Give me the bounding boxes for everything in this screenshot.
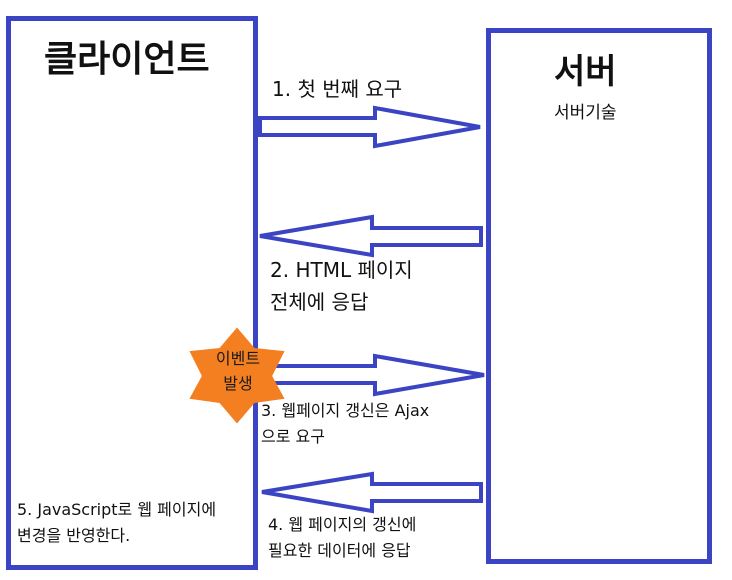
step2-label: 2. HTML 페이지 전체에 응답 bbox=[270, 254, 413, 318]
step5-label-line1: 5. JavaScript로 웹 페이지에 bbox=[17, 500, 217, 519]
step1-label: 1. 첫 번째 요구 bbox=[272, 77, 403, 101]
step4-label-line2: 필요한 데이터에 응답 bbox=[268, 541, 411, 561]
data-response-arrow-4 bbox=[261, 471, 483, 514]
event-label: 이벤트 발생 bbox=[190, 347, 286, 397]
request-arrow-1 bbox=[258, 105, 481, 149]
server-subtitle: 서버기술 bbox=[554, 103, 617, 123]
event-label-line2: 발생 bbox=[223, 373, 253, 393]
server-title: 서버 bbox=[554, 52, 617, 92]
step2-label-line2: 전체에 응답 bbox=[270, 290, 369, 314]
step5-label: 5. JavaScript로 웹 페이지에 변경을 반영한다. bbox=[17, 497, 216, 550]
response-arrow-2 bbox=[259, 214, 483, 258]
step3-label: 3. 웹페이지 갱신은 Ajax 으로 요구 bbox=[261, 398, 429, 451]
step2-label-line1: 2. HTML 페이지 bbox=[270, 258, 413, 282]
step3-label-line2: 으로 요구 bbox=[261, 427, 325, 447]
step5-label-line2: 변경을 반영한다. bbox=[17, 526, 131, 546]
server-box bbox=[486, 28, 712, 564]
step4-label: 4. 웹 페이지의 갱신에 필요한 데이터에 응답 bbox=[268, 512, 416, 565]
step4-label-line1: 4. 웹 페이지의 갱신에 bbox=[268, 515, 417, 534]
client-box bbox=[6, 16, 258, 570]
ajax-request-arrow-3 bbox=[260, 353, 485, 397]
event-label-line1: 이벤트 bbox=[215, 349, 261, 368]
step3-label-line1: 3. 웹페이지 갱신은 Ajax bbox=[261, 401, 430, 420]
client-title: 클라이언트 bbox=[44, 39, 210, 80]
